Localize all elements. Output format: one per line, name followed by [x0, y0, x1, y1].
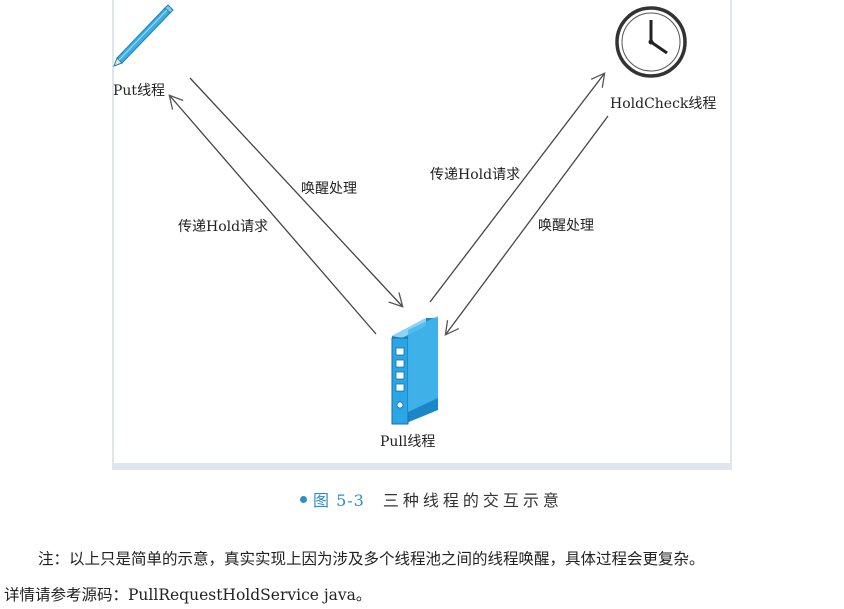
edge-label-holdcheck-to-pull: 唤醒处理: [538, 218, 594, 234]
thread-interaction-diagram: [113, 4, 687, 425]
holdcheck-thread-label: HoldCheck线程: [610, 96, 717, 112]
figure-number: 图 5-3: [313, 491, 365, 510]
figure-title: 三种线程的交互示意: [382, 491, 563, 510]
arrow-pull-to-put: [168, 94, 377, 335]
clock-icon: [615, 6, 687, 78]
binder-icon: [391, 316, 438, 425]
arrow-holdcheck-to-pull: [444, 115, 609, 336]
pencil-icon: [113, 4, 174, 67]
bullet-icon: [300, 496, 307, 503]
note-line-1: 注：以上只是简单的示意，真实实现上因为涉及多个线程池之间的线程唤醒，具体过程会更…: [38, 550, 705, 568]
arrow-pull-to-holdcheck: [429, 72, 606, 303]
edge-label-pull-to-put: 传递Hold请求: [178, 219, 269, 235]
arrow-put-to-pull: [189, 77, 404, 308]
note-line-2: 详情请参考源码：PullRequestHoldService java。: [4, 586, 372, 604]
edge-label-pull-to-holdcheck: 传递Hold请求: [430, 167, 521, 183]
pull-thread-label: Pull线程: [380, 434, 436, 450]
figure-caption: 图 5-3 三种线程的交互示意: [300, 487, 563, 511]
edge-label-put-to-pull: 唤醒处理: [301, 181, 357, 197]
put-thread-label: Put线程: [113, 83, 166, 99]
